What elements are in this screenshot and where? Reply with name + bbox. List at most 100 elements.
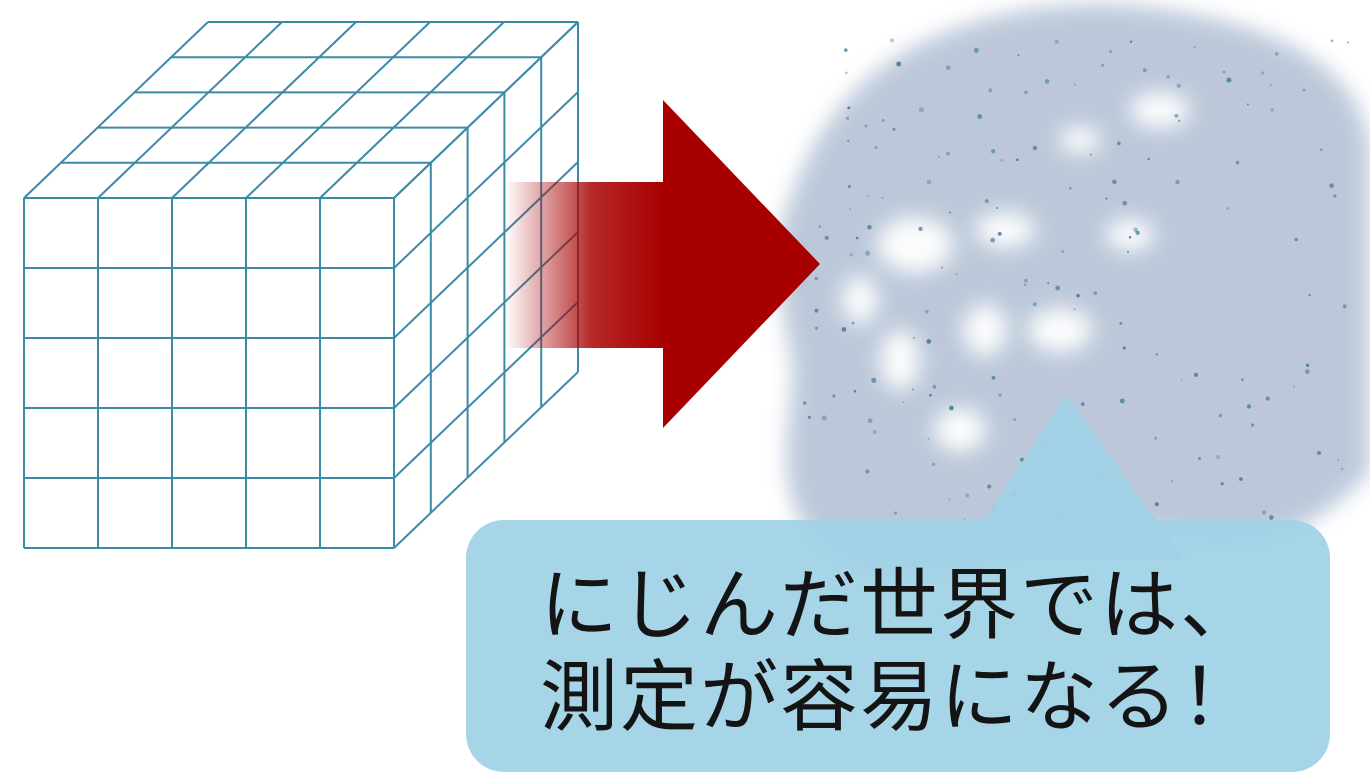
blob-speckle [945,151,951,156]
blob-speckle [1147,157,1150,161]
blob-speckle [1174,113,1179,118]
blob-speckle [824,235,829,240]
blob-speckle [832,394,836,398]
blob-speckle [1044,79,1050,84]
arrow-head [663,100,820,428]
blob-speckle [1193,45,1196,49]
blob-speckle [1023,283,1027,287]
blob-speckle [1304,369,1310,374]
blob-speckle [892,127,896,132]
cube-top-depthline [23,21,209,199]
blob-speckle [990,237,996,243]
blob-speckle [1135,230,1140,235]
blob-speckle [1054,39,1059,44]
blob-speckle [881,119,885,122]
blob-speckle [1274,52,1279,56]
blob-speckle [1129,40,1133,43]
blob-speckle [865,250,871,256]
blob-speckle [1142,68,1147,73]
blob-speckle [929,393,932,397]
blob-speckle [1000,159,1004,162]
blob-speckle [1218,413,1223,418]
cube-top-depthline [245,21,431,199]
blob-speckle [1069,187,1072,190]
blob-speckle [991,149,996,154]
blob-speckle [1122,346,1126,350]
blob-speckle [1112,179,1117,185]
blob-speckle [896,61,902,67]
blob-speckle [1109,50,1112,53]
blob-speckle [902,401,905,404]
blob-speckle [1080,402,1085,406]
blob-speckle [1175,179,1180,185]
blob-speckle [1270,108,1274,112]
blob-speckle [845,71,848,74]
blob-speckle [1239,477,1243,481]
blob-speckle [1241,378,1244,382]
blob-speckle [945,65,951,70]
blob-speckle [1122,200,1128,206]
blob-speckle [1013,418,1016,421]
cube-side-depthline [393,91,579,269]
callout-bubble [466,395,1330,772]
blob-speckle [1216,455,1220,459]
blob-speckle [918,107,924,113]
blob-speckle [955,273,958,276]
blob-speckle [1329,183,1334,189]
cube-side-depthline [393,371,579,549]
transform-arrow [505,100,820,428]
blob-speckle [871,377,877,383]
blob-speckle [845,116,850,120]
blob-speckle [1105,197,1108,200]
callout-pointer [958,395,1185,560]
blob-speckle [973,47,979,53]
blob-speckle [1119,398,1125,404]
blob-speckle [1032,302,1037,307]
blob-speckle [1246,103,1249,106]
blob-speckle [1076,293,1080,298]
blob-speckle [1342,304,1347,309]
blob-speckle [803,401,807,405]
blob-speckle [1166,75,1170,79]
blob-speckle [1333,194,1337,198]
blob-speckle [1294,237,1298,242]
blob-speckle [932,384,937,389]
arrow-shaft [505,182,665,348]
callout-box [466,520,1330,772]
blob-speckle [1047,282,1050,285]
blob-speckle [1222,70,1226,74]
cube-top-depthline [171,21,357,199]
blob-speckle [913,336,916,339]
blob-speckle [1024,90,1028,94]
blob-speckle [941,266,943,269]
blob-speckle [1316,450,1322,456]
blob-speckle [1176,83,1182,88]
callout-text: にじんだ世界では、 測定が容易になる！ [480,552,1320,752]
blob-speckle [911,388,914,391]
blob-speckle [1330,39,1334,43]
blob-speckle [996,207,998,209]
blob-speckle [1250,423,1255,427]
blob-speckle [847,106,851,110]
blob-speckle [1226,207,1229,210]
blob-speckle [893,511,898,515]
blob-speckle [977,114,983,119]
blob-speckle [1155,353,1158,356]
blob-speckle [1197,457,1201,461]
blob-speckle [1154,436,1158,440]
blob-speckle [864,124,868,128]
blob-speckle [918,226,923,231]
blob-speckle [997,231,1002,236]
cube-top-depthline [319,21,505,199]
blob-speckle [949,211,951,214]
blob-speckle [1293,385,1296,388]
blob-speckle [1154,502,1159,507]
blob-speckle [1194,372,1198,377]
blob-speckle [855,236,859,240]
blob-speckle [1117,141,1121,146]
blob-speckle [1235,160,1240,165]
blob-speckle [1170,480,1173,483]
blob-speckle [890,38,895,43]
blob-speckle [931,462,936,467]
blob-speckle [881,197,884,199]
